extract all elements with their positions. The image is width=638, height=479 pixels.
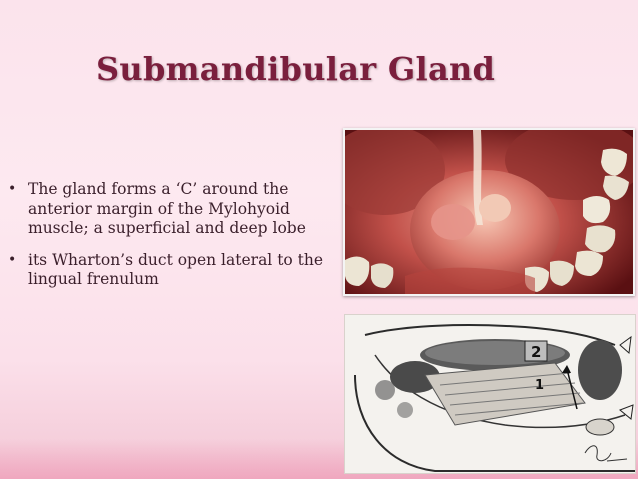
anatomy-diagram-icon: 2 1 — [354, 324, 635, 472]
slide-title: Submandibular Gland — [96, 50, 496, 88]
bullet-list: • The gland forms a ‘C’ around the anter… — [8, 180, 338, 302]
diagram-label-1: 1 — [535, 378, 544, 393]
bullet-text: The gland forms a ‘C’ around the anterio… — [28, 180, 306, 237]
submandibular-anatomy-diagram: 2 1 — [344, 314, 636, 474]
bullet-text: its Wharton’s duct open lateral to the l… — [28, 250, 324, 289]
diagram-label-2: 2 — [531, 343, 541, 361]
bullet-item: • The gland forms a ‘C’ around the anter… — [8, 180, 338, 239]
bullet-glyph: • — [8, 251, 17, 268]
oral-cavity-photo — [343, 128, 635, 296]
oral-cavity-photo-icon — [345, 130, 633, 294]
bullet-glyph: • — [8, 181, 17, 197]
bullet-item: • its Wharton’s duct open lateral to the… — [8, 251, 338, 290]
